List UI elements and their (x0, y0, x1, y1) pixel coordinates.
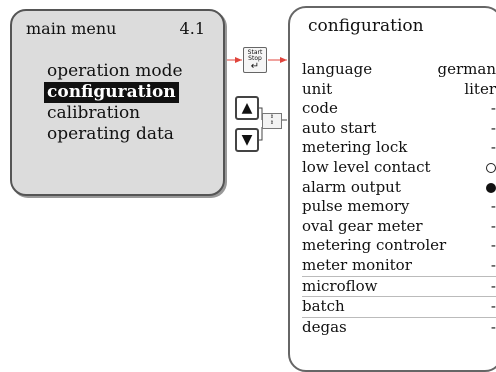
config-label: metering lock (302, 138, 408, 157)
up-arrow-key[interactable]: ▲ (235, 96, 259, 120)
config-label: batch (302, 297, 345, 316)
config-label: code (302, 99, 338, 118)
config-item-oval-gear-meter[interactable]: oval gear meter - (302, 217, 496, 237)
config-value: - (490, 138, 496, 157)
scroll-icon-bottom: ⇕ (269, 120, 275, 126)
config-value: - (490, 255, 496, 274)
config-value: - (490, 216, 496, 235)
config-label: alarm output (302, 177, 401, 196)
config-item-language[interactable]: language german (302, 60, 496, 80)
config-value: - (490, 236, 496, 255)
configuration-panel: configuration language german unit liter c… (288, 6, 496, 372)
config-value: - (490, 276, 496, 295)
config-item-unit[interactable]: unit liter (302, 80, 496, 100)
menu-item-operating-data[interactable]: operating data (47, 124, 174, 144)
config-value: german (437, 60, 496, 78)
config-item-meter-monitor[interactable]: meter monitor - (302, 256, 496, 276)
config-label: microflow (302, 276, 378, 295)
config-item-pulse-memory[interactable]: pulse memory - (302, 197, 496, 217)
config-label: oval gear meter (302, 216, 423, 235)
config-label: meter monitor (302, 255, 412, 274)
updown-bracket-lower (259, 127, 263, 141)
config-item-metering-lock[interactable]: metering lock - (302, 138, 496, 158)
config-item-metering-controler[interactable]: metering controler - (302, 236, 496, 256)
config-item-microflow[interactable]: microflow - (302, 275, 496, 297)
config-label: degas (302, 317, 347, 336)
config-item-code[interactable]: code - (302, 99, 496, 119)
config-value: - (490, 297, 496, 316)
config-value: - (490, 317, 496, 336)
config-value: - (490, 197, 496, 216)
config-item-auto-start[interactable]: auto start - (302, 119, 496, 139)
config-label: pulse memory (302, 197, 410, 216)
config-value: - (490, 99, 496, 118)
main-menu-code: 4.1 (179, 19, 205, 38)
scroll-icon-top: ⇕ (269, 114, 275, 120)
config-indicator-empty-circle-icon (486, 158, 496, 178)
menu-item-operation-mode[interactable]: operation mode (47, 61, 183, 81)
down-arrow-icon: ▼ (241, 132, 253, 148)
config-item-batch[interactable]: batch - (302, 296, 496, 317)
config-label: metering controler (302, 236, 447, 255)
configuration-list: language german unit liter code - auto star… (302, 60, 496, 337)
start-stop-enter-key[interactable]: Start Stop ↵ (243, 47, 267, 73)
menu-item-configuration[interactable]: configuration (44, 82, 179, 103)
main-menu-list: operation mode configuration calibration… (44, 61, 186, 145)
main-menu-panel: main menu 4.1 operation mode configurati… (10, 9, 225, 196)
config-label: unit (302, 79, 333, 98)
down-arrow-key[interactable]: ▼ (235, 128, 259, 152)
config-item-alarm-output[interactable]: alarm output (302, 178, 496, 198)
configuration-title: configuration (308, 16, 424, 36)
config-label: low level contact (302, 157, 431, 176)
scroll-key: ⇕ ⇕ (262, 113, 282, 129)
main-menu-title: main menu (26, 19, 117, 38)
config-label: language (302, 60, 373, 78)
config-indicator-filled-circle-icon (486, 178, 496, 198)
enter-icon: ↵ (250, 61, 260, 72)
config-value: liter (464, 79, 496, 98)
config-item-low-level-contact[interactable]: low level contact (302, 158, 496, 178)
stop-label: Stop (248, 55, 262, 62)
config-label: auto start (302, 118, 377, 137)
start-label: Start (247, 49, 263, 56)
up-arrow-icon: ▲ (241, 100, 253, 116)
config-item-degas[interactable]: degas - (302, 316, 496, 338)
config-value: - (490, 118, 496, 137)
menu-item-calibration[interactable]: calibration (47, 103, 141, 123)
